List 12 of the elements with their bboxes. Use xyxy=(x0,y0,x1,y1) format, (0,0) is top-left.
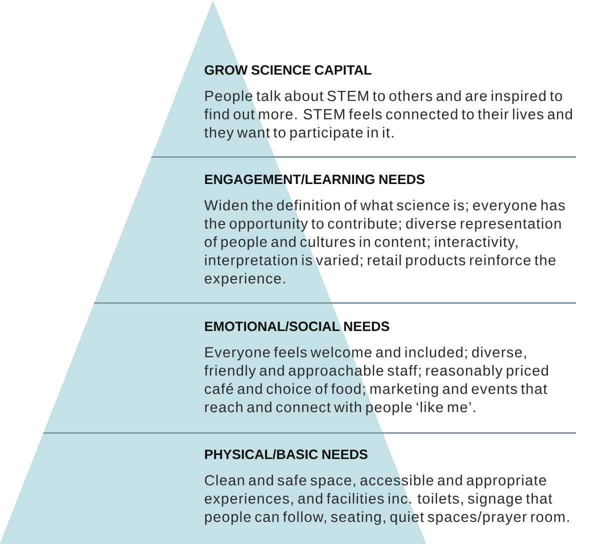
pyramid-band xyxy=(44,304,548,432)
level-heading: GROW SCIENCE CAPITAL xyxy=(204,65,372,75)
pyramid-band xyxy=(0,434,569,544)
level-heading: EMOTIONAL/SOCIAL NEEDS xyxy=(205,321,390,332)
level-description: People talk about STEM to others and are inspired to find out more. STEM feels connected to their lives and they want to participate in it. xyxy=(204,90,572,141)
pyramid-band xyxy=(94,158,565,302)
pyramid-band xyxy=(152,0,572,156)
level-description: Widen the definition of what science is; everyone has the opportunity to contribute; diverse representation of people and cultures in content; interactivity, interpretation is varied; retail products reinforce the experience. xyxy=(204,200,565,286)
level-description: Everyone feels welcome and included; diverse, friendly and approachable staff; reasonably priced café and choice of food; marketing and events that reach and connect with people ‘like me’. xyxy=(204,346,548,416)
level-heading: ENGAGEMENT/LEARNING NEEDS xyxy=(205,174,425,184)
level-description: Clean and safe space, accessible and appropriate experiences, and facilities inc. toilets, signage that people can follow, seating, quiet spaces/prayer room. xyxy=(204,474,569,525)
level-heading: PHYSICAL/BASIC NEEDS xyxy=(205,449,368,460)
